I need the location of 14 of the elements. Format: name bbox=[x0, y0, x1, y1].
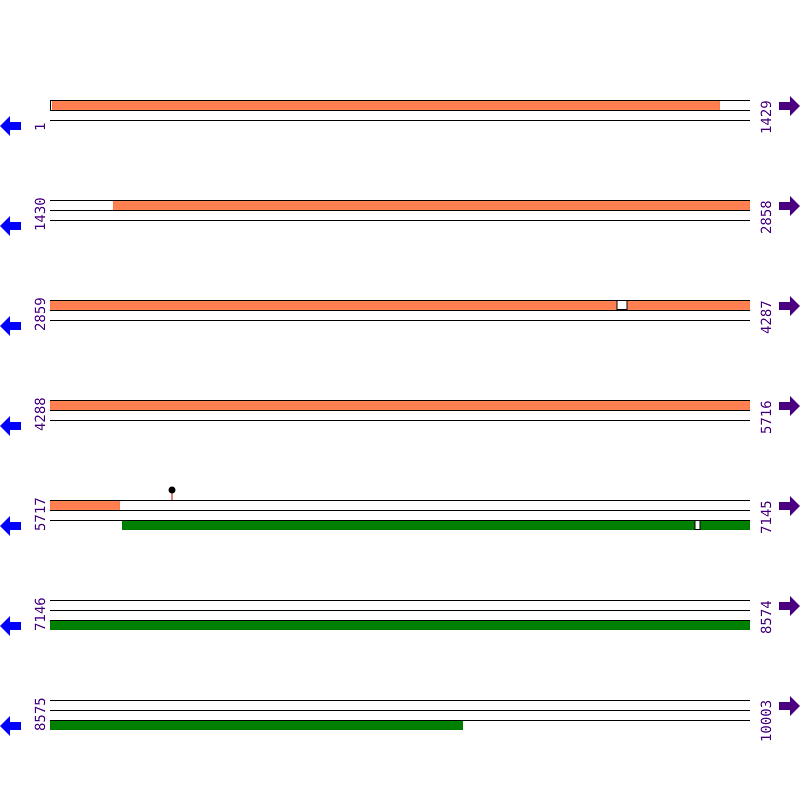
position-number: 2859 bbox=[34, 297, 48, 331]
position-number: 1 bbox=[34, 122, 48, 131]
position-number: 1429 bbox=[760, 100, 774, 134]
position-number: 4287 bbox=[760, 300, 774, 334]
position-number: 2858 bbox=[760, 200, 774, 234]
position-number: 5717 bbox=[34, 497, 48, 531]
position-number: 4288 bbox=[34, 397, 48, 431]
position-number: 1430 bbox=[34, 197, 48, 231]
position-number: 7145 bbox=[760, 500, 774, 534]
position-number: 10003 bbox=[760, 700, 774, 742]
position-number: 7146 bbox=[34, 597, 48, 631]
position-number: 5716 bbox=[760, 400, 774, 434]
position-number: 8574 bbox=[760, 600, 774, 634]
position-number: 8575 bbox=[34, 697, 48, 731]
